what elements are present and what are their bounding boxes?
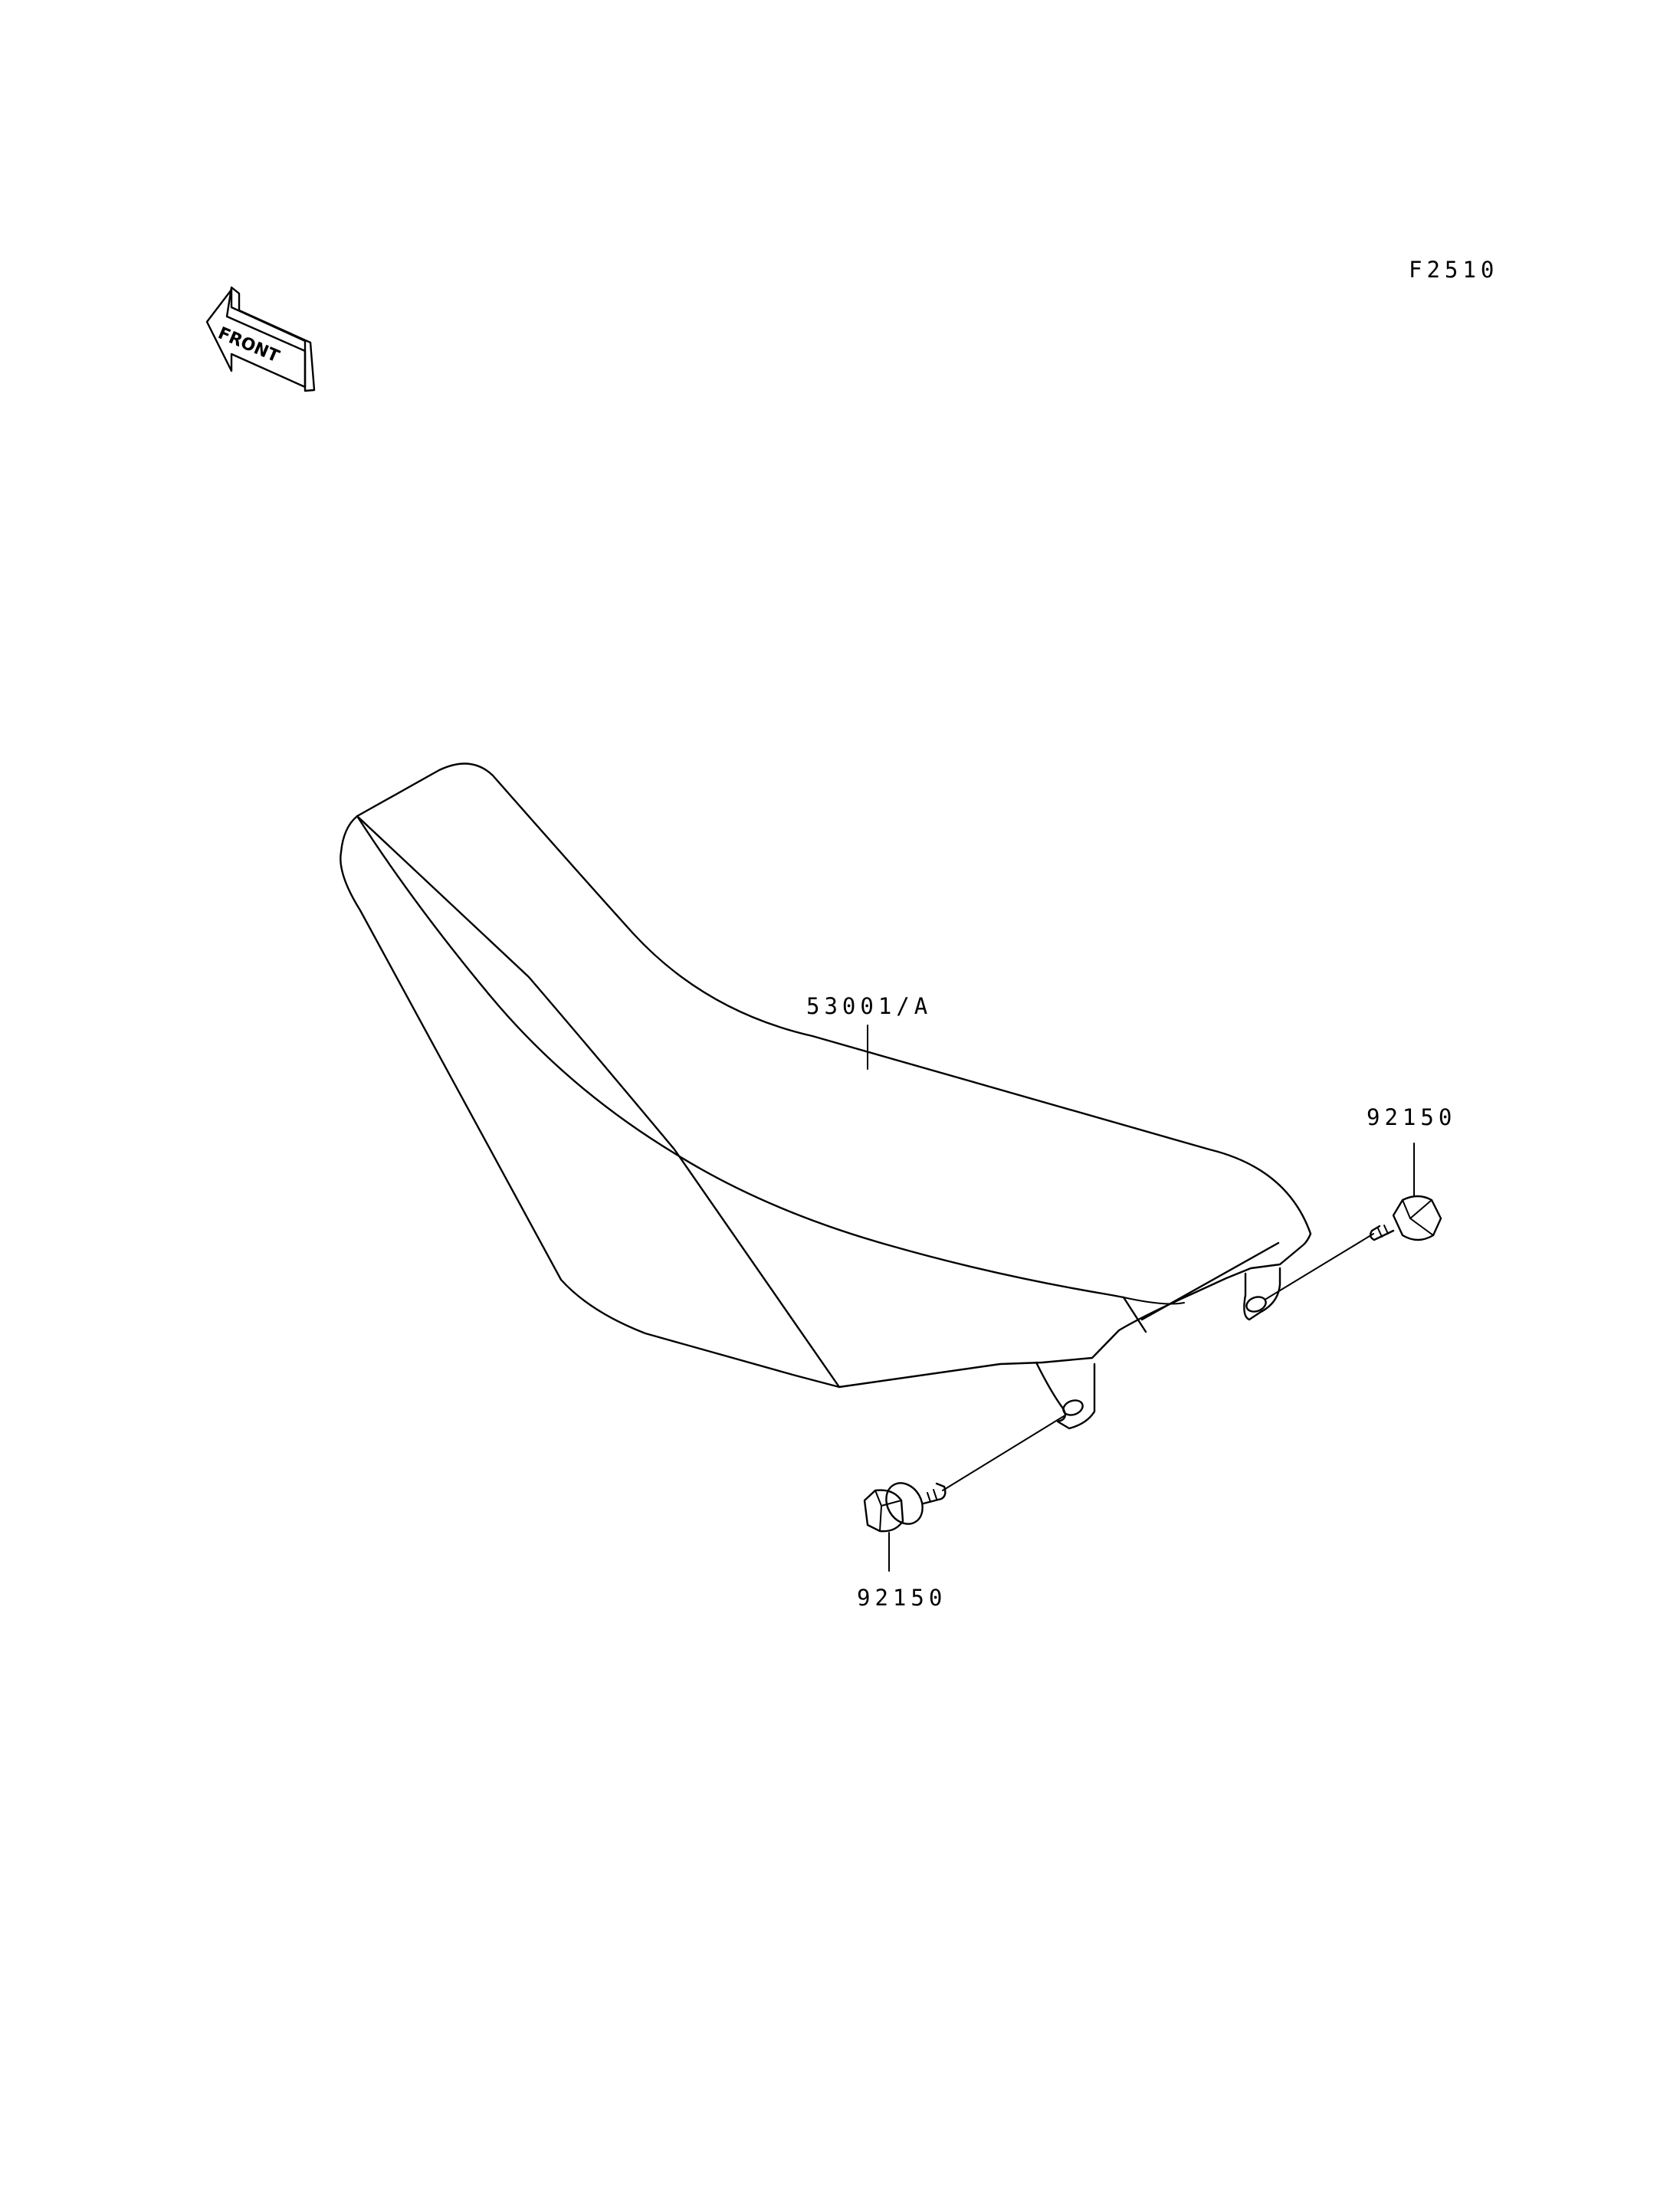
seat xyxy=(340,762,1312,1430)
part-number-92150-right: 92150 xyxy=(1367,1104,1456,1130)
part-number-92150-left: 92150 xyxy=(857,1585,947,1611)
front-direction-arrow-icon: FRONT xyxy=(205,286,316,392)
part-number-53001a: 53001/A xyxy=(806,993,932,1019)
bolt-right xyxy=(1265,1143,1442,1300)
figure-code: F2510 xyxy=(1409,257,1498,283)
bolt-left xyxy=(863,1415,1065,1572)
